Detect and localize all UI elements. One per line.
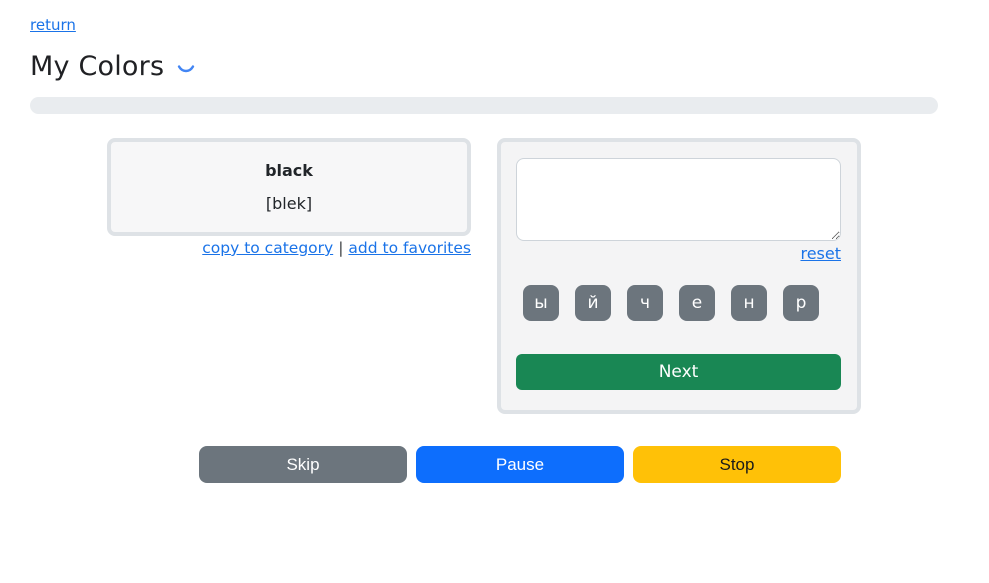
letter-button[interactable]: е (679, 285, 715, 321)
progress-bar (30, 97, 938, 114)
copy-to-category-link[interactable]: copy to category (202, 239, 334, 257)
skip-button[interactable]: Skip (199, 446, 407, 483)
reset-row: reset (516, 243, 841, 264)
links-separator: | (338, 239, 344, 257)
word-links-row: copy to category|add to favorites (107, 239, 471, 257)
letter-button[interactable]: й (575, 285, 611, 321)
reset-link[interactable]: reset (800, 244, 841, 263)
answer-card: reset ы й ч е н р Next (497, 138, 861, 414)
word-transcription: [blek] (265, 194, 313, 213)
next-button[interactable]: Next (516, 354, 841, 390)
letter-button[interactable]: р (783, 285, 819, 321)
word-text: black (265, 161, 313, 180)
answer-input[interactable] (516, 158, 841, 241)
title-row: My Colors (30, 51, 195, 82)
chevron-down-icon[interactable] (177, 64, 195, 75)
pause-button[interactable]: Pause (416, 446, 624, 483)
page-title: My Colors (30, 51, 165, 82)
word-card: black [blek] (107, 138, 471, 236)
stop-button[interactable]: Stop (633, 446, 841, 483)
controls-row: Skip Pause Stop (199, 446, 841, 483)
letter-button[interactable]: ч (627, 285, 663, 321)
return-link[interactable]: return (30, 16, 76, 34)
letter-button[interactable]: ы (523, 285, 559, 321)
letters-row: ы й ч е н р (523, 285, 842, 321)
letter-button[interactable]: н (731, 285, 767, 321)
add-to-favorites-link[interactable]: add to favorites (348, 239, 471, 257)
